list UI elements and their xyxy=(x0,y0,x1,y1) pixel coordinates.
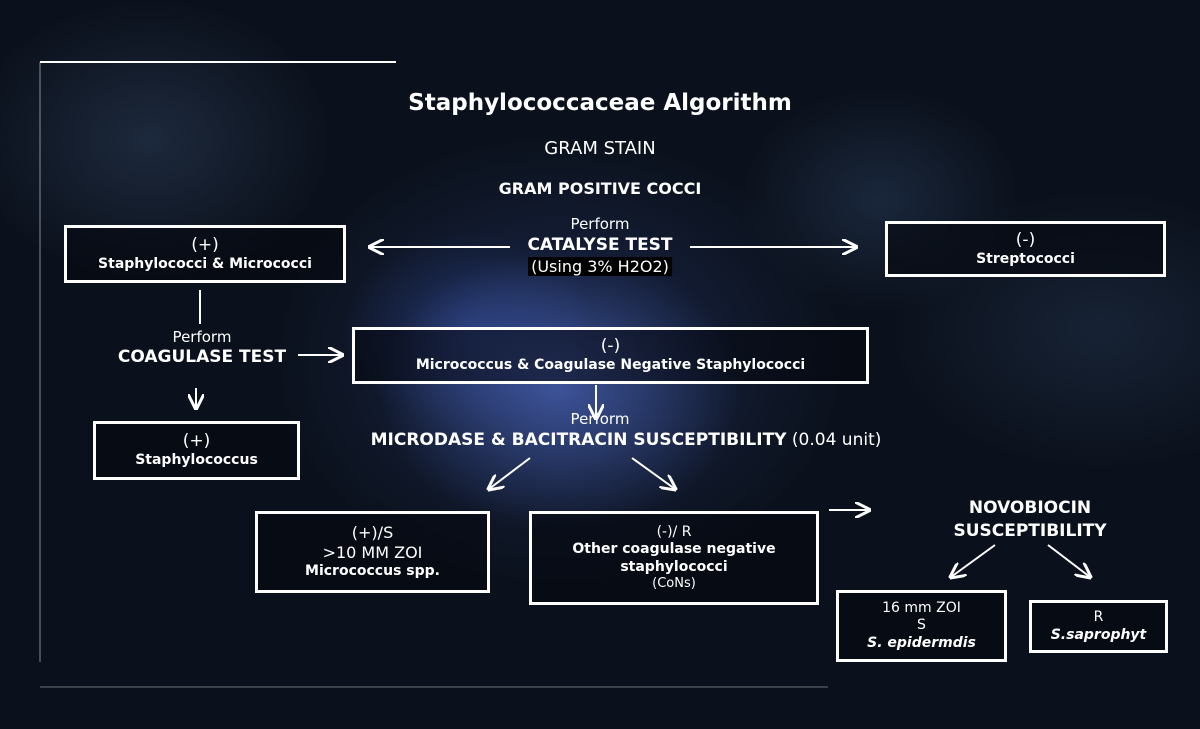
catalase-perform: Perform xyxy=(570,215,630,233)
microdase-test: MICRODASE & BACITRACIN SUSCEPTIBILITY xyxy=(370,430,787,450)
novobiocin-label: NOVOBIOCIN SUSCEPTIBILITY xyxy=(953,497,1106,543)
microdase-test-line: MICRODASE & BACITRACIN SUSCEPTIBILITY (0… xyxy=(371,430,882,450)
arrow-to-epidermidis xyxy=(951,544,996,577)
sign: (+) xyxy=(191,234,219,255)
epidermidis-box: 16 mm ZOI S S. epidermdis xyxy=(836,590,1007,662)
label: S.saprophyt xyxy=(1050,626,1147,643)
label: Staphylococcus xyxy=(135,452,258,469)
catalase-test: CATALYSE TEST xyxy=(527,235,673,255)
zoi: >10 MM ZOI xyxy=(322,543,423,563)
label: S. epidermdis xyxy=(867,634,976,651)
coagulase-perform: Perform xyxy=(172,328,232,346)
label: Staphylococci & Micrococci xyxy=(98,255,312,272)
label: Streptococci xyxy=(976,250,1075,267)
coagulase-negative-box: (-) Micrococcus & Coagulase Negative Sta… xyxy=(352,327,869,384)
coagulase-positive-box: (+) Staphylococcus xyxy=(93,421,300,480)
catalase-positive-box: (+) Staphylococci & Micrococci xyxy=(64,225,346,283)
sign: (+) xyxy=(182,431,211,452)
catalase-reagent: (Using 3% H2O2) xyxy=(528,257,672,276)
microdase-perform: Perform xyxy=(570,410,630,428)
label: Micrococcus & Coagulase Negative Staphyl… xyxy=(415,357,806,374)
sign: (-)/ R xyxy=(656,523,692,540)
label-line1: Other coagulase negative xyxy=(572,541,776,558)
sign: (-) xyxy=(600,336,621,357)
micrococcus-box: (+)/S >10 MM ZOI Micrococcus spp. xyxy=(255,511,490,593)
page-title: Staphylococcaceae Algorithm xyxy=(408,90,792,116)
arrow-to-saprophyticus xyxy=(1047,544,1090,577)
label-line2: staphylococci xyxy=(620,558,728,575)
sign: (-) xyxy=(1015,229,1036,250)
line2: SUSCEPTIBILITY xyxy=(953,521,1107,541)
zoi: 16 mm ZOI xyxy=(882,599,961,616)
sign: R xyxy=(1093,609,1104,625)
sign: S xyxy=(917,617,926,634)
catalase-negative-box: (-) Streptococci xyxy=(885,221,1166,277)
gram-positive-label: GRAM POSITIVE COCCI xyxy=(498,179,702,198)
coagulase-test: COAGULASE TEST xyxy=(117,347,287,367)
line1: NOVOBIOCIN xyxy=(968,498,1092,518)
abbreviation: (CoNs) xyxy=(652,576,696,592)
sign: (+)/S xyxy=(351,523,394,543)
arrow-to-micrococcus xyxy=(489,457,531,489)
label: Micrococcus spp. xyxy=(305,563,440,580)
microdase-dose: (0.04 unit) xyxy=(791,430,882,450)
gram-stain-label: GRAM STAIN xyxy=(544,138,656,159)
cons-box: (-)/ R Other coagulase negative staphylo… xyxy=(529,511,819,605)
saprophyticus-box: R S.saprophyt xyxy=(1029,600,1168,653)
arrow-to-cons xyxy=(631,457,675,489)
